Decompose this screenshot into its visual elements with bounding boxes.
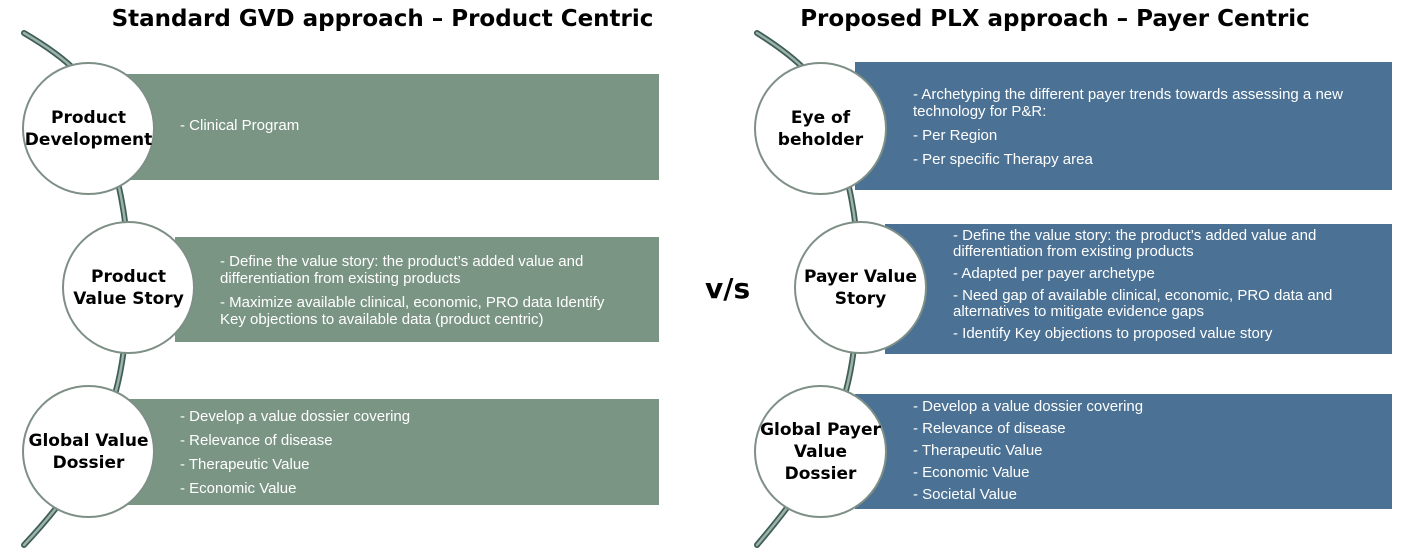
right-step-2-item-3-line-1: - Need gap of available clinical, econom… [953,287,1333,304]
left-step-1-label: Product Development [25,107,152,151]
right-step-3-item-1-text: - Develop a value dossier covering [913,398,1144,415]
right-step-3-item-5: - Societal Value [913,487,1392,503]
left-panel-title: Standard GVD approach – Product Centric [111,6,654,32]
right-step-3-label-line-1: Global Payer [760,419,881,440]
right-step-3-item-5-text: - Societal Value [913,486,1017,503]
left-step-3-item-4-text: - Economic Value [180,480,297,497]
left-step-2-item-2-line-2: Key objections to available data (produc… [220,311,544,328]
right-step-2-box: - Define the value story: the product’s … [885,224,1392,354]
right-step-2-item-4: - Identify Key objections to proposed va… [953,326,1392,342]
left-step-2-label: Product Value Story [73,266,184,310]
right-step-2-item-2-text: - Adapted per payer archetype [953,265,1155,282]
left-step-3-item-3-text: - Therapeutic Value [180,456,310,473]
left-step-3-label: Global Value Dossier [28,430,148,474]
right-step-2-item-4-text: - Identify Key objections to proposed va… [953,325,1273,342]
left-step-2-item-2: - Maximize available clinical, economic,… [220,294,659,328]
left-step-3-item-2: - Relevance of disease [180,432,659,449]
left-step-2-item-1: - Define the value story: the product’s … [220,253,659,287]
left-step-1-label-line-2: Development [24,129,153,150]
left-step-3-label-line-2: Dossier [52,452,125,473]
right-step-3-item-3: - Therapeutic Value [913,443,1392,459]
right-step-2-label-line-1: Payer Value [803,266,918,287]
left-step-3-item-2-text: - Relevance of disease [180,432,333,449]
right-step-2-item-3: - Need gap of available clinical, econom… [953,288,1392,320]
left-step-1-item-1: - Clinical Program [180,117,659,134]
right-step-2-item-1: - Define the value story: the product’s … [953,228,1392,260]
left-step-1-circle: Product Development [22,62,155,195]
versus-label: v/s [705,272,751,305]
right-step-3-item-2-text: - Relevance of disease [913,420,1066,437]
right-step-3-item-4: - Economic Value [913,465,1392,481]
left-step-3-item-1-text: - Develop a value dossier covering [180,408,411,425]
right-step-3-label: Global Payer Value Dossier [756,419,885,485]
right-step-2-item-2: - Adapted per payer archetype [953,266,1392,282]
left-step-2-label-line-2: Value Story [73,288,184,309]
left-step-2-box: - Define the value story: the product’s … [175,237,659,342]
right-step-1-item-3-text: - Per specific Therapy area [913,151,1093,168]
right-step-1-label: Eye of beholder [778,107,863,151]
right-step-1-item-2-text: - Per Region [913,127,998,144]
right-step-3-circle: Global Payer Value Dossier [754,385,887,518]
right-step-2-item-1-line-1: - Define the value story: the product’s … [953,227,1317,244]
left-step-1-item-1-text: - Clinical Program [180,117,300,134]
right-step-2-label-line-2: Story [834,288,887,309]
right-step-1-item-1-line-2: technology for P&R: [913,103,1047,120]
left-step-1-label-line-1: Product [51,107,126,128]
right-panel-title: Proposed PLX approach – Payer Centric [800,6,1310,32]
right-step-3-label-line-2: Value Dossier [784,441,857,484]
left-step-2-item-2-line-1: - Maximize available clinical, economic,… [220,294,605,311]
right-step-1-item-3: - Per specific Therapy area [913,151,1392,168]
left-step-3-item-4: - Economic Value [180,480,659,497]
right-step-3-item-2: - Relevance of disease [913,421,1392,437]
right-step-1-label-line-2: beholder [777,129,864,150]
right-step-2-circle: Payer Value Story [794,221,927,354]
right-step-3-item-3-text: - Therapeutic Value [913,442,1043,459]
right-step-1-box: - Archetyping the different payer trends… [855,62,1392,190]
right-step-1-item-1: - Archetyping the different payer trends… [913,86,1392,120]
right-step-1-item-2: - Per Region [913,127,1392,144]
left-step-3-box: - Develop a value dossier covering - Rel… [120,399,659,505]
right-step-1-circle: Eye of beholder [754,62,887,195]
left-step-3-label-line-1: Global Value [28,430,149,451]
left-step-2-item-1-line-2: differentiation from existing products [220,270,461,287]
right-step-2-label: Payer Value Story [804,266,917,310]
right-step-2-item-1-line-2: differentiation from existing products [953,243,1194,260]
left-step-2-circle: Product Value Story [62,221,195,354]
right-step-3-item-4-text: - Economic Value [913,464,1030,481]
left-step-2-item-1-line-1: - Define the value story: the product’s … [220,253,584,270]
right-step-2-item-3-line-2: alternatives to mitigate evidence gaps [953,303,1204,320]
right-step-3-box: - Develop a value dossier covering - Rel… [855,394,1392,509]
left-step-3-item-1: - Develop a value dossier covering [180,408,659,425]
right-step-3-item-1: - Develop a value dossier covering [913,399,1392,415]
left-step-1-box: - Clinical Program [120,74,659,180]
right-step-1-label-line-1: Eye of [790,107,851,128]
left-step-2-label-line-1: Product [91,266,166,287]
left-step-3-item-3: - Therapeutic Value [180,456,659,473]
left-step-3-circle: Global Value Dossier [22,385,155,518]
right-step-1-item-1-line-1: - Archetyping the different payer trends… [913,86,1343,103]
